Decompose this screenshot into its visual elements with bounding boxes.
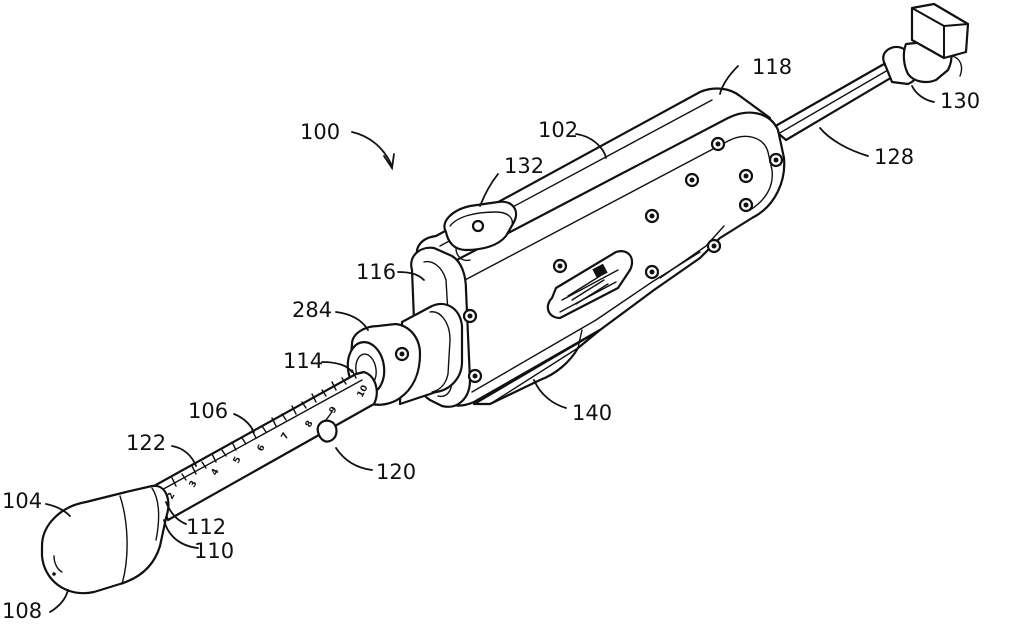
ref-106: 106 xyxy=(188,399,228,423)
top-button xyxy=(443,200,518,262)
scale-mark-5: 5 xyxy=(232,455,244,465)
leader-lines xyxy=(45,65,935,613)
ref-132: 132 xyxy=(504,154,544,178)
ref-108: 108 xyxy=(2,599,42,623)
ref-114: 114 xyxy=(283,349,323,373)
tip xyxy=(40,484,170,595)
graduated-shaft: 2 3 4 5 6 7 8 9 10 xyxy=(152,369,378,522)
ref-104: 104 xyxy=(2,489,42,513)
scale-mark-7: 7 xyxy=(280,431,292,441)
ref-112: 112 xyxy=(186,515,226,539)
ref-130: 130 xyxy=(940,89,980,113)
ref-116: 116 xyxy=(356,260,396,284)
ref-120: 120 xyxy=(376,460,416,484)
scale-mark-3: 3 xyxy=(188,479,200,489)
ref-110: 110 xyxy=(194,539,234,563)
slot-gear xyxy=(567,263,609,305)
ref-284: 284 xyxy=(292,298,332,322)
scale-ticks xyxy=(171,369,357,487)
ref-118: 118 xyxy=(752,55,792,79)
scale-mark-6: 6 xyxy=(256,443,268,453)
reference-numerals: 100 102 104 106 108 110 112 114 116 118 … xyxy=(2,55,980,623)
scale-mark-8: 8 xyxy=(304,419,316,429)
bottom-grip xyxy=(472,328,602,406)
ref-122: 122 xyxy=(126,431,166,455)
rear-end-cap xyxy=(882,2,970,86)
scale-mark-2: 2 xyxy=(166,491,178,501)
ref-128: 128 xyxy=(874,145,914,169)
ref-102: 102 xyxy=(538,118,578,142)
pin xyxy=(316,411,338,443)
scale-mark-9: 9 xyxy=(328,405,340,415)
ref-140: 140 xyxy=(572,401,612,425)
ref-100: 100 xyxy=(300,120,340,144)
scale-mark-4: 4 xyxy=(210,467,222,477)
